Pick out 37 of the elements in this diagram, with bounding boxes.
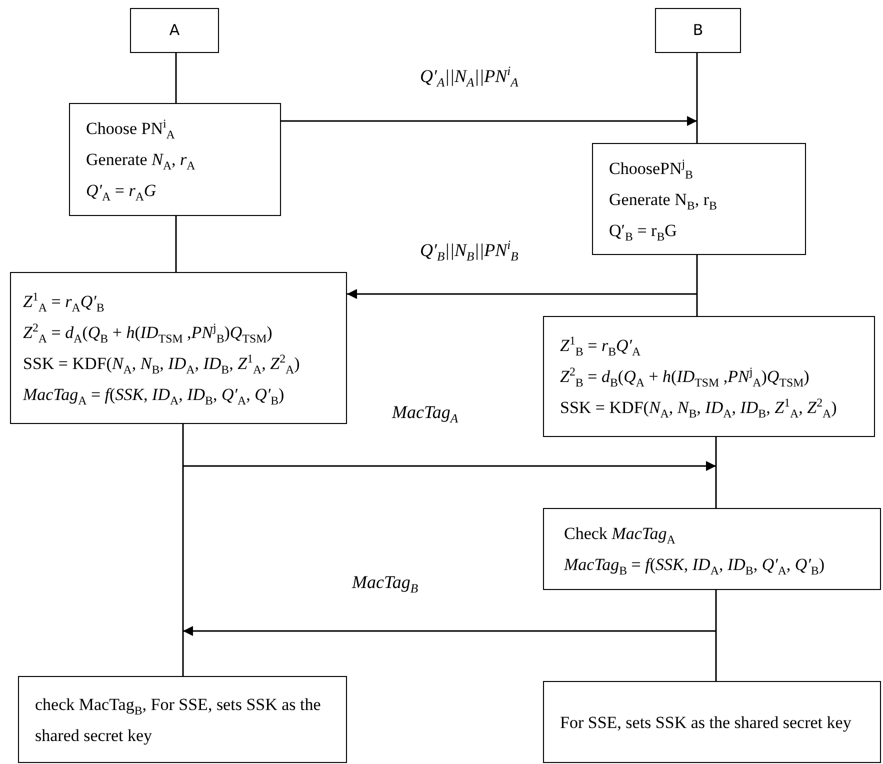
formula-text: Q′$_{B}$ = r$_{B}$G: [609, 220, 677, 245]
formula-text: Generate N$_{A}$, r$_{A}$: [86, 149, 196, 174]
process-box: [10, 272, 347, 424]
formula-text: MacTag$_{A}$ = f(SSK, ID$_{A}$, ID$_{B}$, Q′$_{A}$, Q′$_{B}$): [23, 384, 284, 410]
formula-text: Z$^{2}$$_{A}$ = d$_{A}$(Q$_{B}$ + h(ID$_{TSM}$ ,PN$^{j}$$_{B}$)Q$_{TSM}$): [23, 319, 272, 348]
formula-text: Z$^{1}$$_{B}$ = r$_{B}$Q′$_{A}$: [560, 332, 641, 360]
lifeline: [715, 437, 717, 508]
result-box: [18, 676, 347, 763]
message-arrow: [183, 626, 716, 636]
lifeline: [696, 53, 698, 143]
formula-text: Generate N$_{B}$, r$_{B}$: [609, 188, 717, 214]
lifeline: [175, 216, 177, 272]
process-box: [543, 316, 875, 437]
lifeline: [182, 424, 184, 676]
lifeline: [175, 53, 177, 103]
lifeline: [696, 255, 698, 316]
message-arrow: [281, 116, 697, 126]
formula-text: SSK = KDF(N$_{A}$, N$_{B}$, ID$_{A}$, ID$_{B}$, Z$^{1}$$_{A}$, Z$^{2}$$_{A}$): [23, 350, 300, 378]
formula-text: Z$^{2}$$_{B}$ = d$_{B}$(Q$_{A}$ + h(ID$_{TSM}$ ,PN$^{j}$$_{A}$)Q$_{TSM}$): [560, 363, 810, 392]
participant-box: [655, 8, 741, 53]
message-arrow: [347, 289, 697, 299]
participant-name: A: [169, 20, 180, 41]
participant-box: [130, 8, 219, 53]
formula-text: Check MacTag$_{A}$: [564, 523, 676, 548]
formula-text: check MacTag$_{B}$, For SSE, sets SSK as the shared secret key: [35, 694, 322, 747]
result-box: [543, 681, 881, 763]
formula-text: Z$^{1}$$_{A}$ = r$_{A}$Q′$_{B}$: [23, 288, 104, 316]
process-box: [592, 143, 806, 255]
formula-text: Q′$_{A}$ = r$_{A}$G: [86, 180, 156, 206]
formula-text: SSK = KDF(N$_{A}$, N$_{B}$, ID$_{A}$, ID$_{B}$, Z$^{1}$$_{A}$, Z$^{2}$$_{A}$): [560, 394, 837, 422]
formula-text: MacTag$_{B}$ = f(SSK, ID$_{A}$, ID$_{B}$, Q′$_{A}$, Q′$_{B}$): [564, 554, 825, 580]
process-box: [543, 508, 881, 590]
process-box: [69, 103, 281, 216]
formula-text: For SSE, sets SSK as the shared secret key: [560, 712, 852, 734]
message-arrow: [183, 461, 716, 471]
participant-name: B: [692, 20, 704, 41]
lifeline: [715, 590, 717, 681]
